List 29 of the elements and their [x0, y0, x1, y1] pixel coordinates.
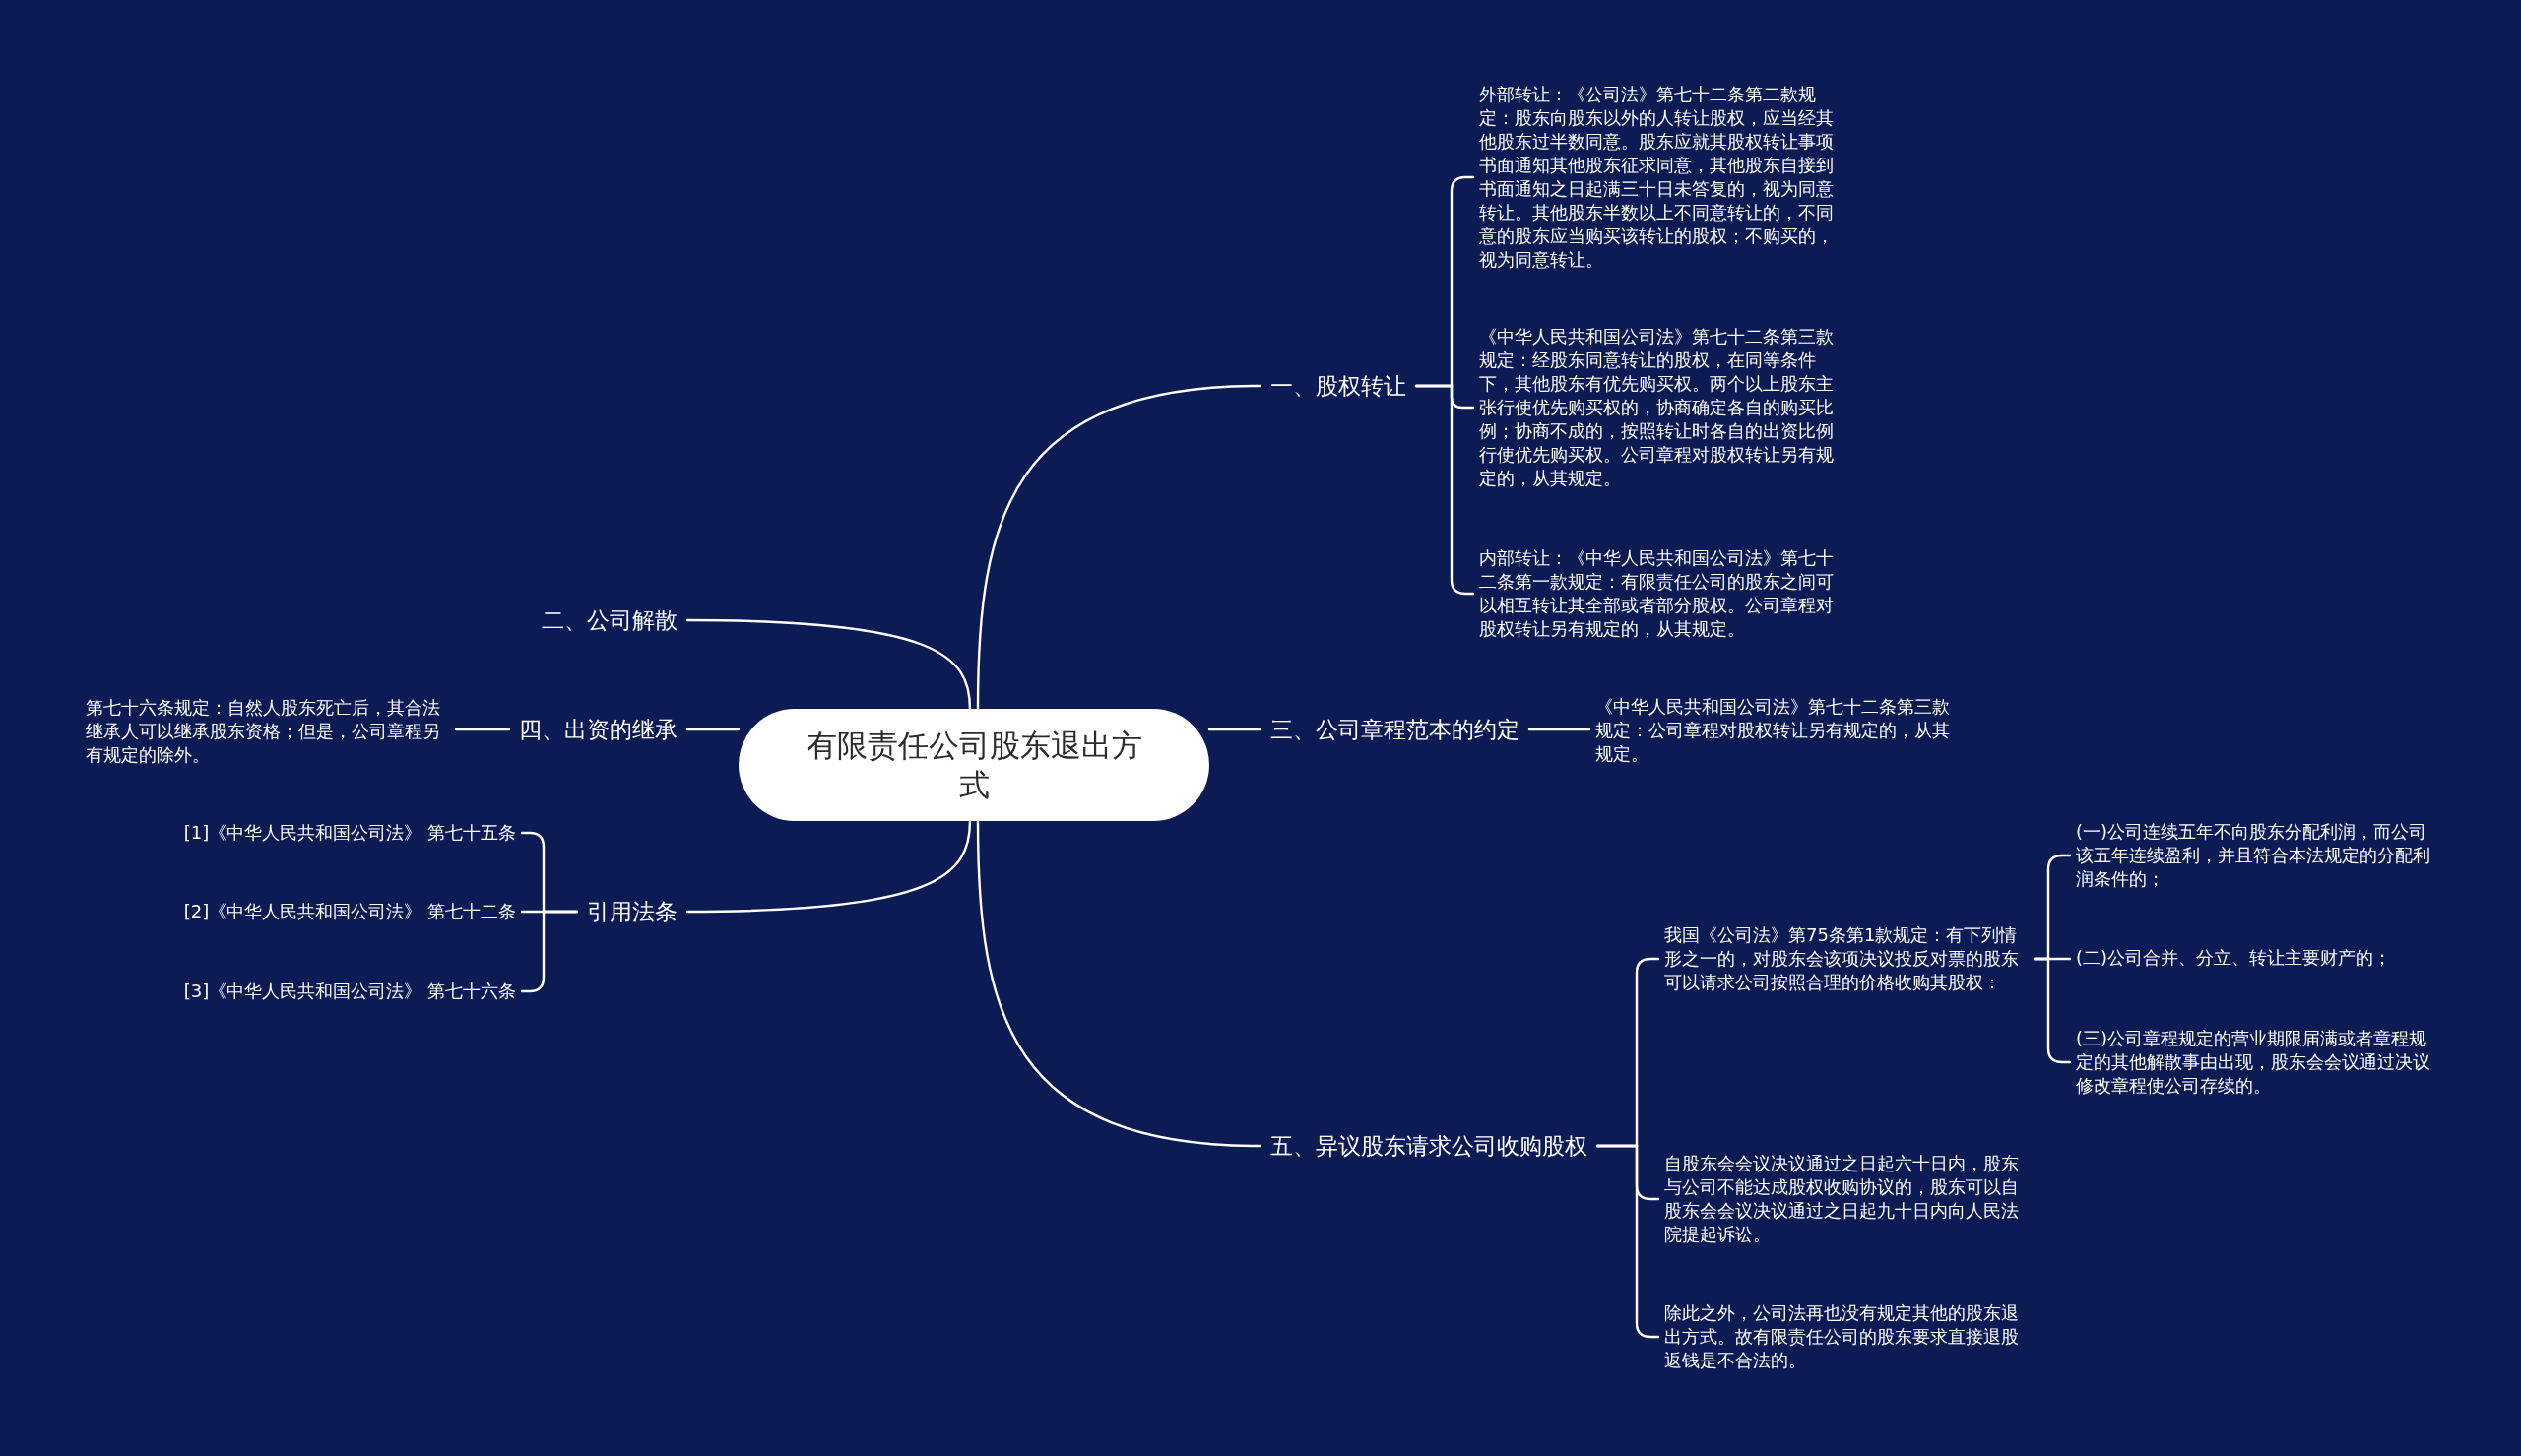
connector-line [454, 728, 511, 731]
note-text: (三)公司章程规定的营业期限届满或者章程规定的其他解散事由出现，股东会会议通过决议修改章程使公司存续的。 [2070, 1027, 2446, 1098]
reference-text: [2]《中华人民共和国公司法》 第七十二条 [177, 900, 522, 923]
reference-text: [3]《中华人民共和国公司法》 第七十六条 [177, 980, 522, 1003]
connector-line [976, 819, 1262, 1148]
connector-line [685, 618, 972, 711]
reference-text: [1]《中华人民共和国公司法》 第七十五条 [177, 821, 522, 845]
branch-label: 五、异议股东请求公司收购股权 [1260, 1130, 1597, 1162]
connector-line [685, 819, 972, 914]
branch-label: 二、公司解散 [532, 604, 687, 636]
connector-line [1527, 728, 1591, 731]
connector-line [1207, 728, 1262, 731]
branch-label: 一、股权转让 [1260, 370, 1416, 402]
central-topic: 有限责任公司股东退出方式 [739, 709, 1209, 821]
note-text: (二)公司合并、分立、转让主要财产的； [2070, 946, 2446, 970]
note-text: 自股东会会议决议通过之日起六十日内，股东与公司不能达成股权收购协议的，股东可以自股东会会议决议通过之日起九十日内向人民法院提起诉讼。 [1658, 1152, 2035, 1246]
connector-line [685, 728, 741, 731]
note-text: 外部转让：《公司法》第七十二条第二款规定：股东向股东以外的人转让股权，应当经其他股东过半数同意。股东应就其股权转让事项书面通知其他股东征求同意，其他股东自接到书面通知之日起满三十日未答复的，视为同意转让。其他股东半数以上不同意转让的，不同意的股东应当购买该转让的股权；不购买的，视为同意转让。 [1473, 83, 1849, 272]
note-text: 除此之外，公司法再也没有规定其他的股东退出方式。故有限责任公司的股东要求直接退股返钱是不合法的。 [1658, 1301, 2035, 1372]
note-text: (一)公司连续五年不向股东分配利润，而公司该五年连续盈利，并且符合本法规定的分配利润条件的； [2070, 820, 2446, 891]
connector-line [976, 384, 1262, 711]
note-text: 我国《公司法》第75条第1款规定：有下列情形之一的，对股东会该项决议投反对票的股东可以请求公司按照合理的价格收购其股权： [1658, 923, 2035, 994]
branch-label: 引用法条 [577, 896, 687, 927]
branch-label: 四、出资的继承 [509, 714, 687, 745]
note-text: 内部转让：《中华人民共和国公司法》第七十二条第一款规定：有限责任公司的股东之间可以相互转让其全部或者部分股权。公司章程对股权转让另有规定的，从其规定。 [1473, 546, 1849, 641]
branch-label: 三、公司章程范本的约定 [1260, 714, 1529, 745]
note-text: 《中华人民共和国公司法》第七十二条第三款规定：经股东同意转让的股权，在同等条件下，其他股东有优先购买权。两个以上股东主张行使优先购买权的，协商确定各自的购买比例；协商不成的，按照转让时各自的出资比例行使优先购买权。公司章程对股权转让另有规定的，从其规定。 [1473, 325, 1849, 490]
note-text: 《中华人民共和国公司法》第七十二条第三款规定：公司章程对股权转让另有规定的，从其规定。 [1589, 695, 1966, 766]
note-text: 第七十六条规定：自然人股东死亡后，其合法继承人可以继承股东资格；但是，公司章程另有规定的除外。 [80, 696, 456, 767]
